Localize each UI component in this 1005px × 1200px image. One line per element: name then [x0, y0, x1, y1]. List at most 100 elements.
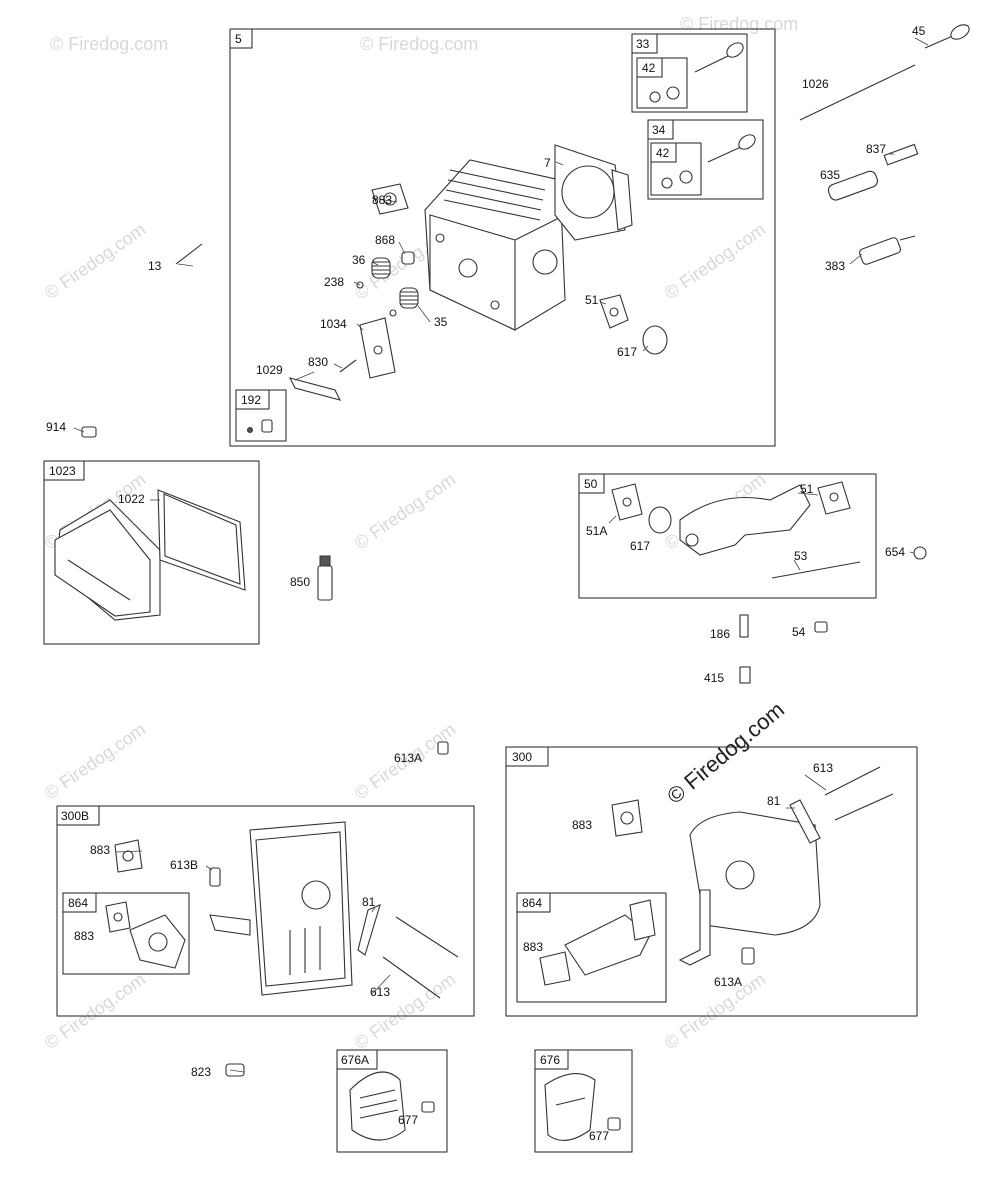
valve-33-icon: [694, 42, 744, 73]
guard-676-icon: [544, 1073, 596, 1141]
part-label: 1026: [802, 77, 829, 91]
part-label: 868: [375, 233, 395, 247]
box-label: 34: [652, 123, 666, 137]
pushrod-1026-icon: [799, 64, 916, 121]
part-label: 837: [866, 142, 886, 156]
screw-613B-icon: [209, 867, 221, 887]
plug-415-icon: [739, 666, 751, 684]
part-label: 36: [352, 253, 366, 267]
fitting-186-icon: [739, 614, 749, 638]
box-676-guard: 676: [534, 1049, 633, 1153]
stud-53-icon: [771, 561, 861, 579]
box-300B-muffler: 300B 864: [56, 805, 475, 1017]
part-label: 54: [792, 625, 806, 639]
part-label: 415: [704, 671, 724, 685]
part-label: 51A: [586, 524, 607, 538]
screw-613A-icon: [437, 741, 449, 755]
part-label: 613A: [394, 751, 422, 765]
fitting-383-icon: [859, 235, 916, 265]
watermark: © Firedog.com: [360, 34, 478, 54]
box-label: 50: [584, 477, 598, 491]
part-label: 883: [372, 193, 392, 207]
watermark: © Firedog.com: [680, 14, 798, 34]
o-ring-617-icon: [642, 325, 668, 355]
watermark-main: © Firedog.com: [662, 697, 789, 809]
box-label: 300: [512, 750, 532, 764]
part-label: 613A: [714, 975, 742, 989]
screw-613Ab-icon: [741, 947, 755, 965]
rocker-cover-icon: [54, 499, 161, 621]
part-label: 613: [813, 761, 833, 775]
valve-keeper-icon: [649, 86, 680, 103]
part-label: 677: [589, 1129, 609, 1143]
part-label: 13: [148, 259, 162, 273]
plate-1029-icon: [288, 377, 342, 401]
box-label: 42: [656, 146, 670, 160]
part-label: 1029: [256, 363, 283, 377]
box-300-muffler: 300 864: [505, 746, 918, 1017]
watermark: © Firedog.com: [41, 719, 149, 803]
adapter-864-icon: [129, 914, 186, 969]
screw-823-icon: [225, 1063, 245, 1077]
part-label: 823: [191, 1065, 211, 1079]
part-label: 613: [370, 985, 390, 999]
part-label: 617: [617, 345, 637, 359]
part-label: 883: [572, 818, 592, 832]
valve-45-icon: [924, 24, 970, 49]
valve-spring-icon: [356, 251, 419, 317]
leader-lines: [73, 37, 929, 1073]
cylinder-head-icon: [424, 159, 566, 331]
box-label: 676A: [341, 1053, 369, 1067]
part-label: 383: [825, 259, 845, 273]
box-label: 5: [235, 32, 242, 46]
part-label: 635: [820, 168, 840, 182]
box-5-cylinder-head: 5 33 42 34 42 19: [229, 28, 776, 447]
box-label: 676: [540, 1053, 560, 1067]
gasket-883d-icon: [611, 799, 643, 837]
box-label: 864: [68, 896, 88, 910]
screw-677b-icon: [607, 1117, 621, 1131]
watermark: © Firedog.com: [351, 469, 459, 553]
screw-914-icon: [81, 426, 97, 438]
part-label: 883: [74, 929, 94, 943]
part-labels: 45 1026 837 635 383 13 7 883 868 36 238 …: [46, 24, 926, 1143]
box-676A-guard: 676A: [336, 1049, 448, 1153]
part-label: 914: [46, 420, 66, 434]
part-label: 1034: [320, 317, 347, 331]
gasket-883-icon: [371, 183, 409, 215]
part-label: 7: [544, 156, 551, 170]
watermark: © Firedog.com: [661, 219, 769, 303]
part-label: 883: [523, 940, 543, 954]
part-label: 850: [290, 575, 310, 589]
part-label: 654: [885, 545, 905, 559]
box-1023-rocker-cover: 1023: [43, 460, 260, 645]
part-label: 677: [398, 1113, 418, 1127]
box-label: 1023: [49, 464, 76, 478]
tube-635-icon: [827, 170, 879, 201]
adapter-864b-icon: [539, 899, 656, 986]
valve-34-icon: [707, 134, 756, 163]
gasket-883-icon: [105, 839, 143, 933]
intake-manifold-icon: [679, 484, 811, 556]
part-label: 883: [90, 843, 110, 857]
sealant-tube-850-icon: [317, 555, 333, 601]
part-label: 238: [324, 275, 344, 289]
box-label: 864: [522, 896, 542, 910]
gasket-51b-icon: [817, 481, 851, 515]
muffler-300-icon: [678, 811, 821, 966]
spark-plug-837-icon: [883, 143, 919, 166]
rocker-gasket-icon: [157, 489, 246, 591]
screw-677-icon: [421, 1101, 435, 1113]
part-label: 1022: [118, 492, 145, 506]
screw-192-icon: [247, 419, 273, 433]
gasket-51A-icon: [611, 483, 643, 521]
box-label: 192: [241, 393, 261, 407]
o-ring-617b-icon: [648, 506, 672, 534]
box-label: 300B: [61, 809, 89, 823]
part-label: 53: [794, 549, 808, 563]
box-label: 42: [642, 61, 656, 75]
part-label: 617: [630, 539, 650, 553]
watermark: © Firedog.com: [41, 219, 149, 303]
bolts-613b-icon: [824, 766, 894, 821]
